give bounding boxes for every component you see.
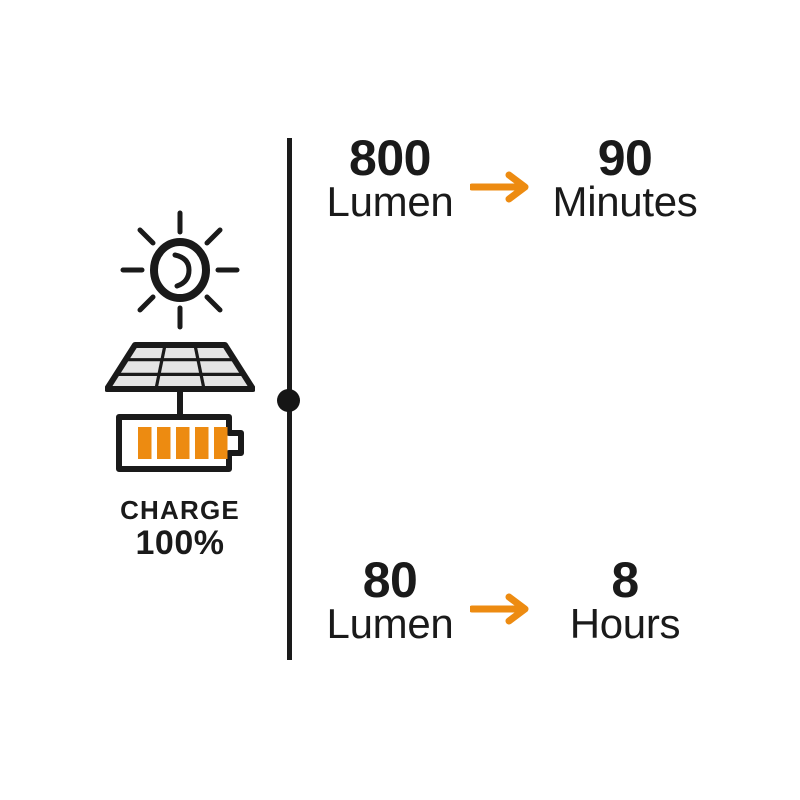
- output-source-high: 800 Lumen: [316, 130, 464, 225]
- metric-row-low-output: 80 Lumen 8 Hours: [316, 552, 710, 647]
- solar-panel-battery-group: [104, 341, 256, 481]
- lumen-value-low: 80: [362, 552, 418, 608]
- runtime-unit-low: Hours: [569, 600, 681, 647]
- sun-icon: [115, 205, 245, 335]
- runtime-value-high: 90: [597, 130, 653, 186]
- runtime-value-low: 8: [611, 552, 639, 608]
- lumen-unit-low: Lumen: [326, 600, 454, 647]
- arrow-right-icon: [468, 589, 534, 629]
- battery-level-bars: [138, 427, 228, 459]
- metric-row-high-output: 800 Lumen 90 Minutes: [316, 130, 710, 225]
- charge-source-column: CHARGE 100%: [80, 205, 280, 562]
- arrow-right-icon: [468, 167, 534, 207]
- charge-label: CHARGE: [120, 495, 240, 525]
- battery-full-icon: [116, 414, 244, 472]
- runtime-target-low: 8 Hours: [540, 552, 710, 647]
- charge-status-block: CHARGE 100%: [120, 495, 240, 563]
- output-source-low: 80 Lumen: [316, 552, 464, 647]
- solar-panel-icon: [104, 342, 256, 392]
- divider-node-dot: [277, 389, 300, 412]
- lumen-unit-high: Lumen: [326, 178, 454, 225]
- runtime-unit-high: Minutes: [552, 178, 698, 225]
- lumen-value-high: 800: [349, 130, 431, 186]
- charge-percentage-value: 100%: [135, 524, 225, 563]
- runtime-target-high: 90 Minutes: [540, 130, 710, 225]
